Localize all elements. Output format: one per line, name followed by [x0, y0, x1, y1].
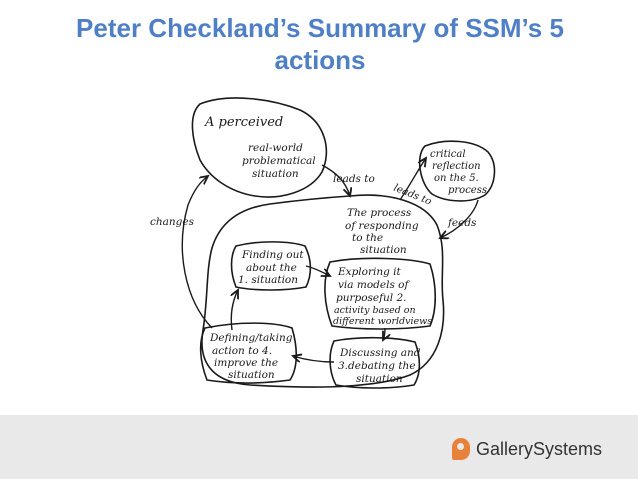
node-process-line: situation — [360, 244, 407, 256]
node-finding-box — [230, 241, 312, 291]
node-exploring-line: activity based on — [334, 305, 416, 316]
footer-bar: GallerySystems — [0, 415, 638, 479]
brand-logo: GallerySystems — [451, 437, 602, 461]
node-perceived-header: A perceived — [204, 115, 283, 130]
edge-defining-to-finding — [231, 290, 238, 331]
node-defining-line: Defining/taking — [209, 332, 293, 344]
edge-process-to-critical — [399, 158, 426, 201]
node-exploring-line: purposeful 2. — [336, 292, 407, 304]
node-process-line: The process — [347, 207, 412, 219]
node-critical-text: critical reflection on the 5. process — [430, 149, 487, 196]
edge-label-feeds: feeds — [447, 217, 477, 229]
edge-finding-to-exploring — [305, 265, 330, 276]
edge-critical-to-process — [440, 199, 479, 238]
node-perceived-blob — [191, 97, 328, 198]
node-defining-box — [199, 322, 298, 384]
node-perceived-line: situation — [252, 168, 299, 180]
outer-cycle-blob — [201, 194, 445, 388]
node-process-line: of responding — [345, 220, 419, 232]
edge-changes — [181, 176, 213, 329]
node-finding-line: Finding out — [241, 249, 304, 261]
node-exploring-box — [324, 257, 436, 330]
brand-name: GallerySystems — [475, 438, 602, 459]
node-finding-line: 1. situation — [238, 274, 298, 286]
node-perceived-line: real-world — [248, 142, 303, 154]
slide-title-line-2: actions — [274, 45, 366, 75]
node-perceived-text: real-world problematical situation — [242, 142, 316, 180]
node-exploring-line: Exploring it — [337, 266, 402, 278]
slide-title: Peter Checkland’s Summary of SSM’s 5 act… — [30, 12, 610, 76]
edge-discussing-to-defining — [293, 356, 335, 363]
node-finding-line: about the — [246, 262, 297, 274]
node-defining-text: Defining/taking action to 4. improve the… — [209, 332, 293, 381]
edge-label-leads-to: leads to — [333, 173, 375, 185]
edge-label-changes: changes — [150, 216, 195, 228]
node-critical-line: reflection — [432, 161, 481, 172]
edge-perceived-to-process — [321, 164, 350, 196]
node-discussing-line: situation — [356, 373, 403, 385]
node-exploring-line: via models of — [338, 279, 411, 291]
node-critical-line: critical — [430, 149, 466, 160]
node-process-line: to the — [352, 232, 383, 244]
node-perceived-line: problematical — [242, 155, 316, 167]
edge-exploring-to-discussing — [383, 327, 385, 340]
node-critical-blob — [418, 140, 496, 202]
node-defining-line: situation — [228, 369, 275, 381]
node-process-text: The process of responding to the situati… — [345, 207, 419, 256]
ssm-diagram: A perceived real-world problematical sit… — [150, 97, 496, 389]
node-critical-line: process — [448, 185, 487, 196]
node-exploring-line: different worldviews — [333, 316, 432, 327]
gallerysystems-logo-icon — [451, 438, 470, 460]
node-critical-line: on the 5. — [434, 173, 479, 184]
node-defining-line: action to 4. — [212, 345, 272, 357]
node-finding-text: Finding out about the 1. situation — [238, 249, 304, 286]
node-discussing-line: Discussing and — [339, 347, 421, 359]
node-exploring-text: Exploring it via models of purposeful 2.… — [333, 266, 432, 327]
node-discussing-line: 3.debating the — [338, 360, 416, 372]
node-discussing-text: Discussing and 3.debating the situation — [338, 347, 421, 385]
slide-title-line-1: Peter Checkland’s Summary of SSM’s 5 — [76, 13, 564, 43]
node-defining-line: improve the — [214, 357, 278, 369]
